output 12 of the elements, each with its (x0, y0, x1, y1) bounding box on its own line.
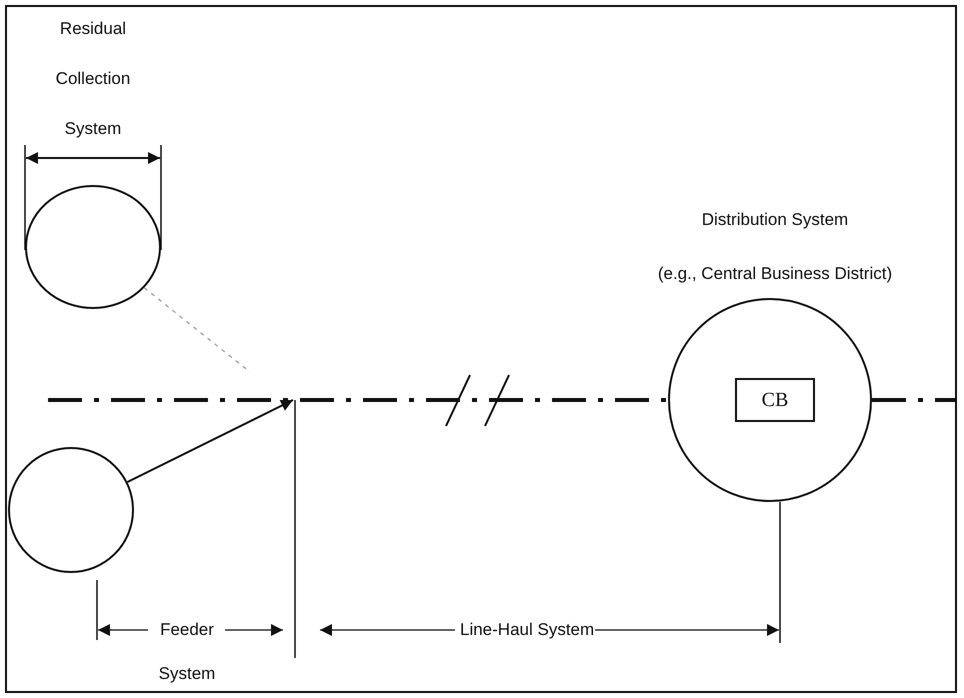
dotted-line (144, 287, 250, 372)
route-line (48, 398, 668, 402)
dimension-label: Residual Collection System (54, 18, 132, 140)
circle-node (8, 447, 134, 573)
circle-node (25, 185, 161, 309)
route-line (872, 398, 956, 402)
dimension-label: Feeder System (158, 619, 216, 685)
arrow (127, 399, 294, 483)
area-heading: Distribution System (702, 210, 848, 229)
label-box: CB (735, 378, 815, 422)
area-subheading: (e.g., Central Business District) (658, 264, 892, 283)
dimension-label: Line-Haul System (460, 619, 594, 641)
